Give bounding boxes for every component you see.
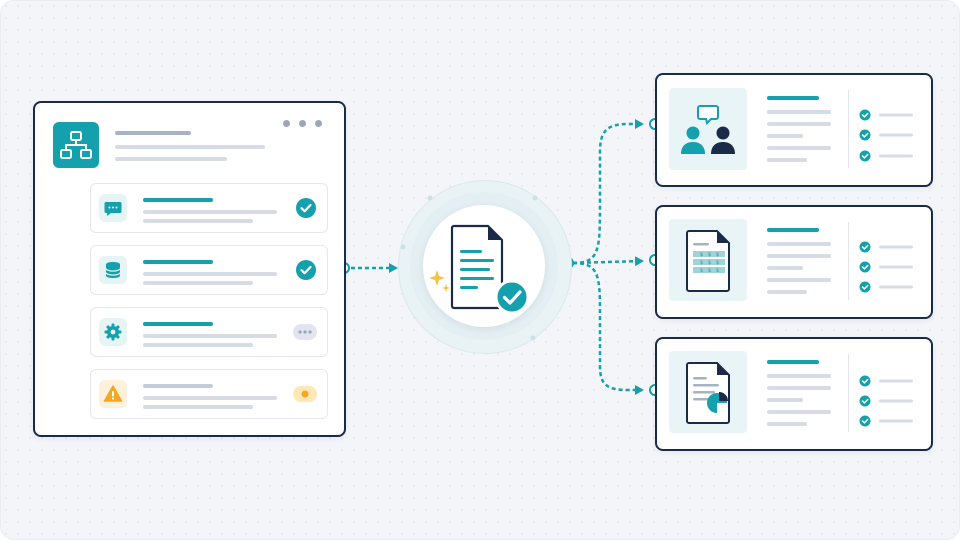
output-card-report[interactable]	[655, 337, 933, 451]
step-desc-line	[143, 210, 277, 214]
database-icon	[99, 256, 127, 284]
window-control-dot-3[interactable]	[315, 120, 322, 127]
output-desc-line	[767, 410, 831, 414]
svg-text:$: $	[716, 260, 719, 266]
report-chart-icon	[669, 351, 747, 433]
output-title-line	[767, 228, 819, 232]
check-circle-icon	[295, 259, 317, 286]
hierarchy-icon[interactable]	[53, 122, 99, 168]
svg-text:$: $	[700, 268, 703, 274]
step-desc-line	[143, 405, 253, 409]
divider	[848, 90, 849, 168]
in-progress-pill	[293, 324, 317, 340]
step-desc-line	[143, 281, 253, 285]
window-control-dot-1[interactable]	[283, 120, 290, 127]
output-desc-line	[767, 374, 831, 378]
step-title-line	[143, 384, 213, 388]
checklist	[859, 109, 919, 164]
output-card-spreadsheet[interactable]: $ $ $ $ $ $ $ $ $	[655, 205, 933, 319]
svg-text:$: $	[708, 260, 711, 266]
panel-subtitle-line-2	[115, 157, 227, 161]
step-row-database[interactable]	[90, 245, 328, 295]
output-desc-line	[767, 158, 807, 162]
gear-icon	[99, 318, 127, 346]
step-desc-line	[143, 343, 253, 347]
users-chat-icon	[669, 88, 747, 170]
output-desc-line	[767, 398, 803, 402]
spreadsheet-icon: $ $ $ $ $ $ $ $ $	[669, 219, 747, 301]
svg-text:$: $	[716, 268, 719, 274]
panel-title-line	[115, 131, 191, 135]
output-desc-line	[767, 290, 807, 294]
output-card-collaboration[interactable]	[655, 73, 933, 187]
check-icon	[859, 129, 871, 141]
output-tile: $ $ $ $ $ $ $ $ $	[669, 219, 747, 301]
checklist-item-3	[859, 149, 919, 167]
svg-text:$: $	[716, 252, 719, 258]
chat-icon	[99, 194, 127, 222]
check-icon	[859, 109, 871, 121]
step-row-warning[interactable]	[90, 369, 328, 419]
output-desc-line	[767, 278, 831, 282]
output-title-line	[767, 96, 819, 100]
divider	[848, 222, 849, 300]
output-desc-line	[767, 122, 831, 126]
window-control-dot-2[interactable]	[299, 120, 306, 127]
output-title-line	[767, 360, 819, 364]
svg-text:$: $	[700, 252, 703, 258]
svg-text:$: $	[708, 268, 711, 274]
sparkle-icon	[428, 268, 452, 296]
output-desc-line	[767, 146, 831, 150]
checklist	[859, 241, 919, 298]
step-desc-line	[143, 334, 277, 338]
output-desc-line	[767, 266, 803, 270]
step-desc-line	[143, 272, 277, 276]
output-desc-line	[767, 134, 803, 138]
step-desc-line	[143, 396, 277, 400]
warning-icon	[99, 380, 127, 408]
output-desc-line	[767, 242, 831, 246]
step-desc-line	[143, 219, 253, 223]
pending-pill	[293, 386, 317, 402]
output-tile	[669, 351, 747, 433]
svg-text:$: $	[708, 252, 711, 258]
output-desc-line	[767, 110, 831, 114]
divider	[848, 354, 849, 432]
step-title-line	[143, 322, 213, 326]
output-desc-line	[767, 386, 831, 390]
output-tile	[669, 88, 747, 170]
output-desc-line	[767, 254, 831, 258]
step-row-chat[interactable]	[90, 183, 328, 233]
svg-text:$: $	[700, 260, 703, 266]
check-circle-icon	[295, 197, 317, 224]
output-desc-line	[767, 422, 807, 426]
step-title-line	[143, 260, 213, 264]
step-title-line	[143, 198, 213, 202]
checklist	[859, 375, 919, 432]
document-check-icon[interactable]	[448, 222, 538, 318]
panel-subtitle-line-1	[115, 145, 265, 149]
step-row-settings[interactable]	[90, 307, 328, 357]
